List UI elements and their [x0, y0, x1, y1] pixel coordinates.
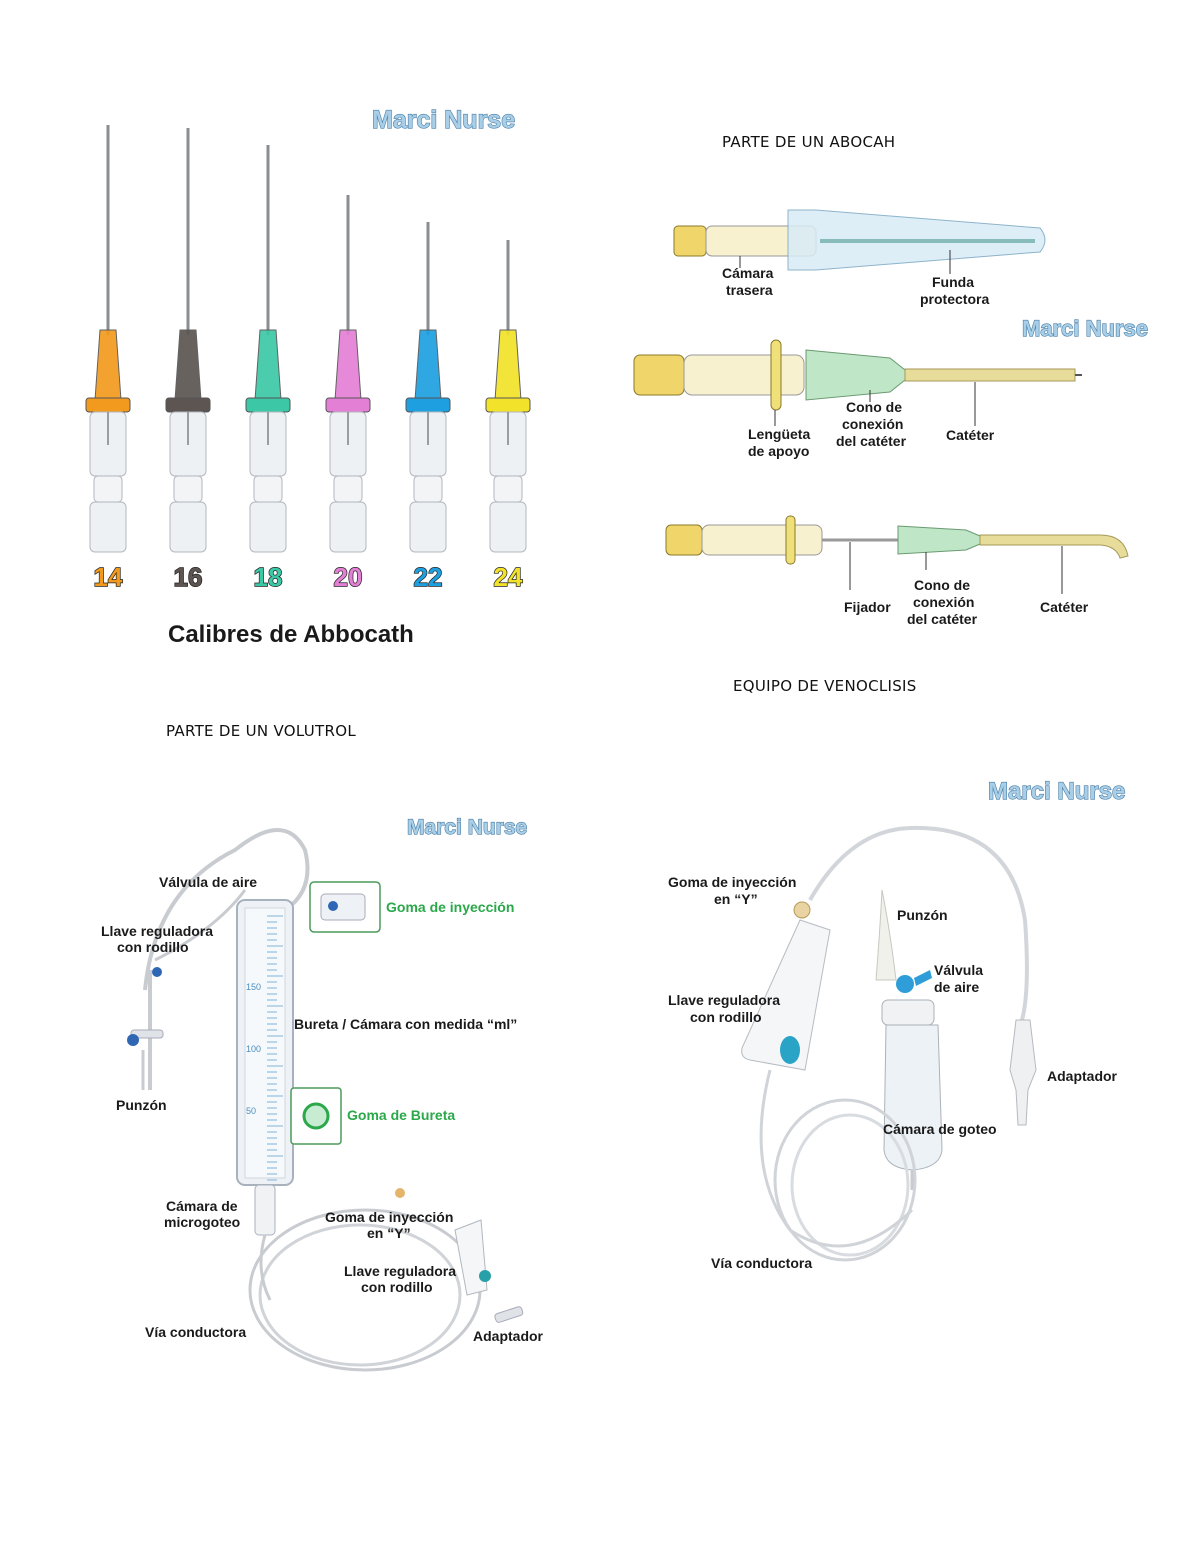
funda-protectora-label-2: protectora — [920, 291, 989, 307]
catheter-20: 20 — [325, 195, 371, 593]
goma-bureta-label: Goma de Bureta — [347, 1107, 455, 1123]
valvula-aire-label-2: de aire — [934, 979, 979, 995]
bureta-label: Bureta / Cámara con medida “ml” — [294, 1016, 517, 1032]
llave-reguladora-2-label-2: con rodillo — [361, 1279, 433, 1295]
llave-reguladora-label-2: con rodillo — [690, 1009, 762, 1025]
llave-reguladora-label-2: con rodillo — [117, 939, 189, 955]
camara-microgoteo-label-1: Cámara de — [166, 1198, 238, 1214]
catheter-14: 14 — [85, 125, 131, 593]
catheter-16: 16 — [165, 128, 211, 593]
gauge-label-14: 14 — [94, 562, 123, 592]
llave-reguladora-2-label-1: Llave reguladora — [344, 1263, 456, 1279]
watermark: Marci Nurse — [372, 106, 515, 134]
gauge-label-18: 18 — [254, 562, 283, 592]
cateter-1-label: Catéter — [946, 427, 995, 443]
camara-trasera-label-2: trasera — [726, 282, 773, 298]
cono-2-label-1: Cono de — [914, 577, 970, 593]
catheter-18: 18 — [245, 145, 291, 593]
camara-goteo-label: Cámara de goteo — [883, 1121, 997, 1137]
adaptador-label: Adaptador — [473, 1328, 544, 1344]
watermark: Marci Nurse — [988, 778, 1125, 805]
gauge-label-22: 22 — [414, 562, 443, 592]
venoclisis-heading: EQUIPO DE VENOCLISIS — [733, 677, 917, 695]
volutrol-device-drawing: 150 100 50 — [127, 828, 524, 1372]
valvula-aire-label-1: Válvula — [934, 962, 983, 978]
camara-trasera-label-1: Cámara — [722, 265, 774, 281]
abocath-closed-diagram — [673, 209, 1046, 274]
llave-reguladora-label-1: Llave reguladora — [668, 992, 780, 1008]
goma-inyeccion-inset — [309, 881, 381, 933]
abbocath-title: Calibres de Abbocath — [168, 621, 414, 648]
volutrol-figure: Marci Nurse 150 100 50 — [101, 815, 544, 1372]
abbocath-gauges-figure: Marci Nurse 14 16 18 20 22 24 Calibres de Abb… — [85, 105, 531, 648]
venoclisis-figure: Marci Nurse Goma de inyección en “Y” Pun… — [668, 777, 1126, 1271]
funda-protectora-label-1: Funda — [932, 274, 974, 290]
gauge-label-24: 24 — [494, 562, 523, 592]
gauge-label-16: 16 — [174, 562, 203, 592]
via-conductora-label: Vía conductora — [711, 1255, 812, 1271]
abocath-disassembled-diagram — [665, 515, 1129, 594]
fijador-label: Fijador — [844, 599, 891, 615]
scale-50: 50 — [246, 1106, 256, 1116]
cono-1-label-2: conexión — [842, 416, 903, 432]
catheter-22: 22 — [405, 222, 451, 593]
cono-1-label-1: Cono de — [846, 399, 902, 415]
valvula-aire-label: Válvula de aire — [159, 874, 257, 890]
watermark: Marci Nurse — [407, 816, 527, 839]
goma-inyeccion-label: Goma de inyección — [386, 899, 514, 915]
scale-100: 100 — [246, 1044, 261, 1054]
camara-microgoteo-label-2: microgoteo — [164, 1214, 240, 1230]
abocath-heading: PARTE DE UN ABOCAH — [722, 133, 896, 151]
abocath-parts-figure: Cámara trasera Funda protectora Marci Nu… — [633, 209, 1149, 627]
gauge-label-20: 20 — [334, 562, 363, 592]
lengueta-label-1: Lengüeta — [748, 426, 810, 442]
scale-150: 150 — [246, 982, 261, 992]
cateter-2-label: Catéter — [1040, 599, 1089, 615]
punzon-label: Punzón — [116, 1097, 167, 1113]
goma-inyeccion-y-label-2: en “Y” — [367, 1225, 411, 1241]
goma-inyeccion-y-label-2: en “Y” — [714, 891, 758, 907]
cono-2-label-2: conexión — [913, 594, 974, 610]
goma-inyeccion-y-label-1: Goma de inyección — [325, 1209, 453, 1225]
catheter-24: 24 — [485, 240, 531, 593]
adaptador-label: Adaptador — [1047, 1068, 1118, 1084]
abocath-open-diagram — [633, 339, 1082, 426]
cono-2-label-3: del catéter — [907, 611, 978, 627]
goma-bureta-inset — [290, 1087, 342, 1145]
punzon-label: Punzón — [897, 907, 948, 923]
goma-inyeccion-y-label-1: Goma de inyección — [668, 874, 796, 890]
watermark: Marci Nurse — [1022, 316, 1148, 341]
llave-reguladora-label-1: Llave reguladora — [101, 923, 213, 939]
cono-1-label-3: del catéter — [836, 433, 907, 449]
venoclisis-device-drawing — [741, 825, 1037, 1262]
via-conductora-label: Vía conductora — [145, 1324, 246, 1340]
volutrol-heading: PARTE DE UN VOLUTROL — [166, 722, 356, 740]
lengueta-label-2: de apoyo — [748, 443, 809, 459]
